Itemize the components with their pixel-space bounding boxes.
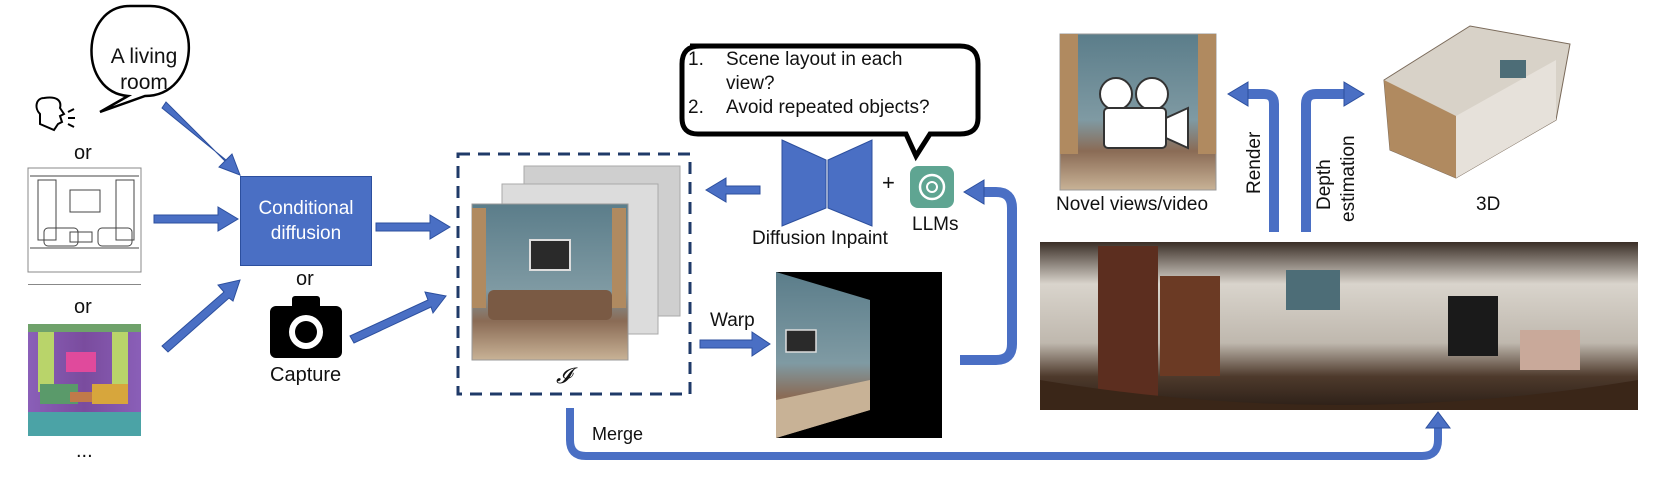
feedback-arrowhead xyxy=(963,179,985,205)
merge-label: Merge xyxy=(592,424,644,444)
novel-view-image xyxy=(1059,33,1217,191)
feedback-arrow xyxy=(960,187,1017,365)
ellipsis-label: ... xyxy=(76,440,93,462)
depth-label-2: estimation xyxy=(1338,135,1359,222)
or-label-2: or xyxy=(74,296,92,318)
speaking-head-icon xyxy=(35,96,75,132)
diffusion-inpaint-icon xyxy=(781,139,873,227)
3d-model-image xyxy=(1383,25,1571,179)
novel-views-label: Novel views/video xyxy=(1056,194,1209,215)
input-arrows xyxy=(153,101,451,353)
capture-label: Capture xyxy=(270,364,342,386)
question-number-2: 2. xyxy=(688,97,704,118)
panorama-image xyxy=(1040,242,1638,410)
render-arrow xyxy=(1227,81,1279,232)
segmentation-image xyxy=(28,324,141,436)
speech-text: A living room xyxy=(94,44,194,96)
merge-arrow xyxy=(566,408,1451,460)
sketch-image xyxy=(27,167,142,273)
camera-icon xyxy=(270,296,342,358)
render-label: Render xyxy=(1244,131,1265,194)
question-item-1: 1. Scene layout in each view? xyxy=(688,48,978,96)
or-label-1: or xyxy=(74,142,92,164)
depth-label-1: Depth xyxy=(1314,159,1335,210)
question-item-2: 2. Avoid repeated objects? xyxy=(688,96,978,120)
warped-image xyxy=(776,272,942,438)
3d-label: 3D xyxy=(1476,194,1501,215)
image-set-symbol: 𝓘 xyxy=(556,364,571,389)
question-text-1a: Scene layout in each xyxy=(726,49,903,70)
warp-label: Warp xyxy=(710,310,755,331)
question-text-2: Avoid repeated objects? xyxy=(726,97,930,118)
llms-label: LLMs xyxy=(912,214,959,235)
llm-icon xyxy=(910,166,954,208)
question-number-1: 1. xyxy=(688,49,704,70)
depth-arrow xyxy=(1301,81,1365,232)
image-stack xyxy=(456,152,692,396)
warp-arrow xyxy=(699,331,771,357)
speech-line-1: A living xyxy=(110,45,178,68)
video-camera-icon xyxy=(1099,77,1189,150)
question-text-1b: view? xyxy=(726,73,775,94)
llm-bubble xyxy=(679,43,981,162)
llm-question-list: 1. Scene layout in each view? 2. Avoid r… xyxy=(688,48,978,120)
inpaint-arrow xyxy=(705,177,761,203)
or-label-3: or xyxy=(296,268,314,290)
diffusion-inpaint-label: Diffusion Inpaint xyxy=(752,228,888,249)
speech-bubble xyxy=(90,4,191,114)
speech-line-2: room xyxy=(120,71,168,94)
plus-sign: + xyxy=(882,170,895,195)
divider xyxy=(28,284,141,285)
conditional-diffusion-box: Conditional diffusion xyxy=(240,176,372,266)
conditional-diffusion-line-1: Conditional xyxy=(258,198,354,219)
conditional-diffusion-line-2: diffusion xyxy=(270,223,342,244)
